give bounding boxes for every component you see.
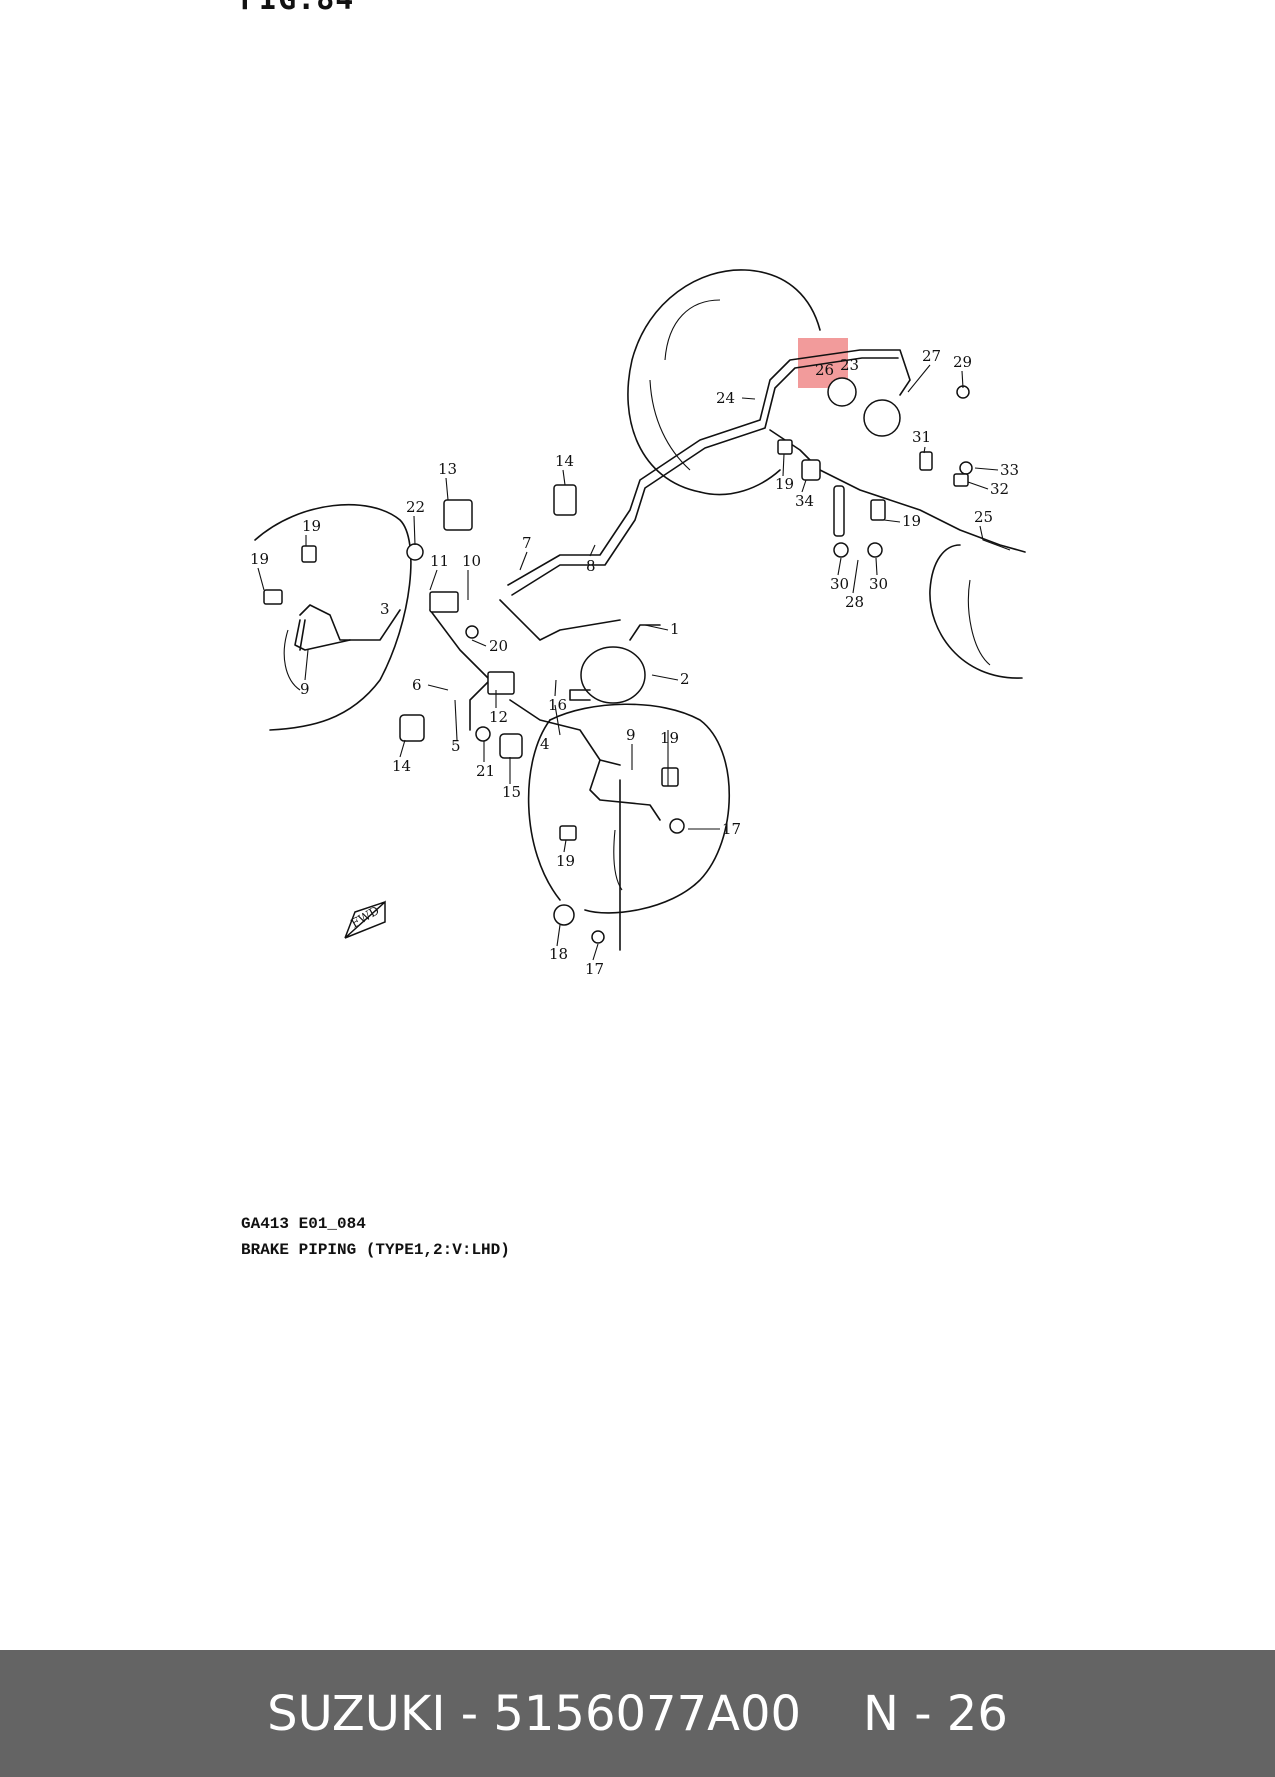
callout-17b: 17 <box>585 960 604 978</box>
callout-31: 31 <box>912 428 931 446</box>
rear-left-wheel <box>929 544 1023 679</box>
callout-8: 8 <box>586 557 596 575</box>
figure-number: FIG.84 <box>240 0 354 17</box>
callout-20: 20 <box>489 637 508 655</box>
callout-14a: 14 <box>555 452 574 470</box>
callout-24: 24 <box>716 389 735 407</box>
callout-19f: 19 <box>556 852 575 870</box>
callout-30b: 30 <box>869 575 888 593</box>
footer-ref: N - 26 <box>863 1685 1008 1742</box>
callouts: 1 2 3 4 5 6 7 8 9 9 10 11 12 13 14 14 15… <box>250 347 1019 978</box>
callout-34: 34 <box>795 492 814 510</box>
callout-29: 29 <box>953 353 972 371</box>
callout-1: 1 <box>670 620 680 638</box>
callout-28: 28 <box>845 593 864 611</box>
rear-right-wheel <box>627 269 821 496</box>
fwd-arrow: FWD <box>344 900 386 939</box>
figure-caption-description: BRAKE PIPING (TYPE1,2:V:LHD) <box>241 1241 510 1259</box>
callout-11: 11 <box>430 552 449 570</box>
figure-caption-code: GA413 E01_084 <box>241 1215 366 1233</box>
leader-lines <box>257 364 1011 961</box>
callout-27: 27 <box>922 347 941 365</box>
callout-2: 2 <box>680 670 690 688</box>
callout-13: 13 <box>438 460 457 478</box>
callout-16: 16 <box>548 696 567 714</box>
callout-33: 33 <box>1000 461 1019 479</box>
callout-23: 23 <box>840 356 859 374</box>
callout-15: 15 <box>502 783 521 801</box>
callout-14b: 14 <box>392 757 411 775</box>
brake-piping-diagram: FWD 1 2 3 4 5 6 7 8 9 9 10 11 12 13 14 1… <box>250 269 1026 978</box>
callout-21: 21 <box>476 762 495 780</box>
fittings <box>263 377 973 944</box>
callout-4: 4 <box>540 735 550 753</box>
callout-19c: 19 <box>775 475 794 493</box>
brake-pipes <box>294 349 1026 951</box>
footer-bar: SUZUKI - 5156077A00 N - 26 <box>0 1650 1275 1777</box>
callout-19e: 19 <box>660 729 679 747</box>
footer-brand-part: SUZUKI - 5156077A00 <box>267 1685 802 1742</box>
callout-19a: 19 <box>302 517 321 535</box>
callout-19d: 19 <box>902 512 921 530</box>
callout-9a: 9 <box>300 680 310 698</box>
callout-6: 6 <box>412 676 422 694</box>
callout-19b: 19 <box>250 550 269 568</box>
brake-booster <box>569 624 661 704</box>
callout-7: 7 <box>522 534 532 552</box>
front-left-wheel <box>254 503 412 731</box>
callout-10: 10 <box>462 552 481 570</box>
callout-12: 12 <box>489 708 508 726</box>
callout-17a: 17 <box>722 820 741 838</box>
callout-3: 3 <box>380 600 390 618</box>
callout-18: 18 <box>549 945 568 963</box>
callout-30a: 30 <box>830 575 849 593</box>
callout-9b: 9 <box>626 726 636 744</box>
callout-25: 25 <box>974 508 993 526</box>
callout-5: 5 <box>451 737 461 755</box>
callout-26: 26 <box>815 361 834 379</box>
callout-32: 32 <box>990 480 1009 498</box>
callout-22: 22 <box>406 498 425 516</box>
